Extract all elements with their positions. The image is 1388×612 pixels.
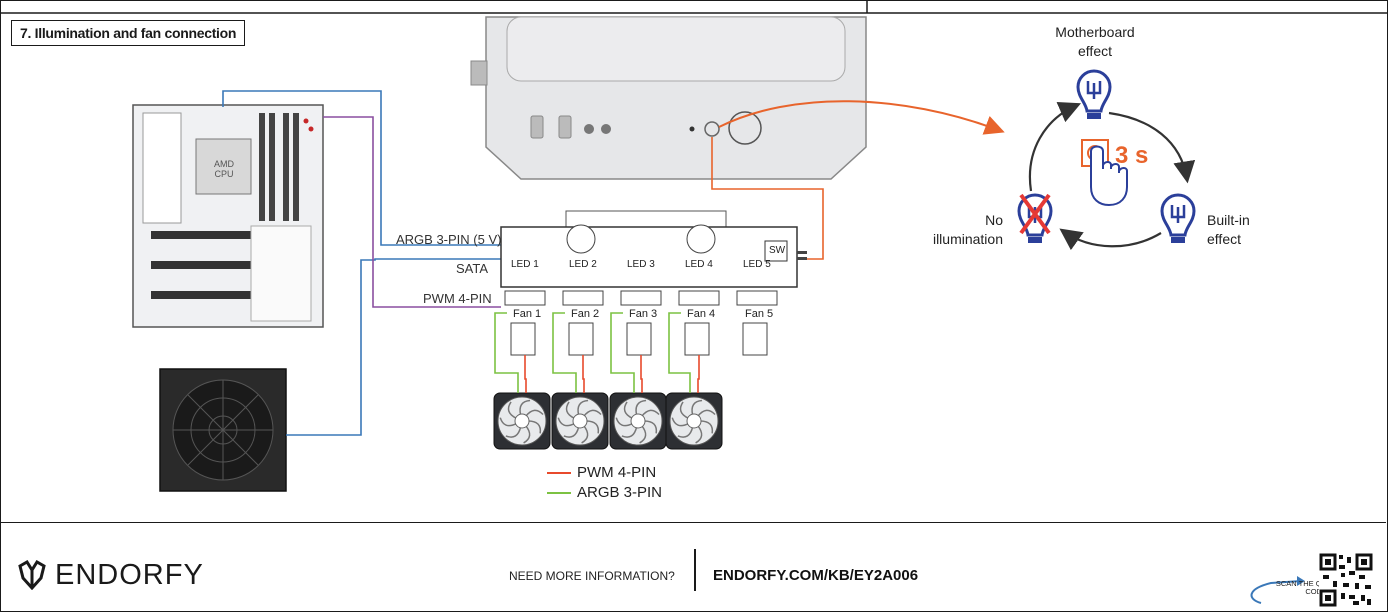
endorfy-logo-icon [18, 560, 46, 590]
brand-name: ENDORFY [55, 559, 204, 591]
fan-port-label: Fan 5 [745, 308, 774, 320]
hand-press-icon [1081, 139, 1128, 207]
cycle-arrow-2 [1059, 228, 1162, 251]
pwm-wire [697, 355, 700, 393]
fan-port-label: Fan 1 [513, 308, 542, 320]
led-port-label: LED 4 [685, 259, 713, 270]
bulb-motherboard-icon [1076, 69, 1112, 119]
fans [493, 392, 723, 450]
argb-wire [610, 312, 635, 393]
led-port-label: LED 3 [627, 259, 655, 270]
led-button[interactable] [704, 121, 720, 137]
scan-arrow-icon [1250, 576, 1305, 604]
orange-arrow [718, 100, 1005, 135]
led-port-label: LED 1 [511, 259, 539, 270]
cpu-socket [195, 138, 252, 195]
footer-divider [694, 549, 696, 591]
pwm-wire [524, 355, 527, 393]
switch-label: SW [769, 245, 786, 256]
argb-cable-label: ARGB 3-PIN (5 V) [396, 232, 502, 247]
hold-time-label: 3 s [1115, 142, 1149, 169]
argb-pwm-hub [500, 210, 807, 356]
pwm-cable-label: PWM 4-PIN [423, 291, 492, 306]
sata-cable-label: SATA [456, 261, 489, 276]
fan [551, 392, 609, 450]
fan-connector [568, 322, 594, 356]
fan-port-label: Fan 4 [687, 308, 716, 320]
argb-cable [222, 90, 501, 246]
bulb-builtin-icon [1160, 193, 1196, 243]
fan-connector [626, 322, 652, 356]
fan-connector [684, 322, 710, 356]
legend-pwm: PWM 4-PIN [547, 463, 656, 482]
section-title: 7. Illumination and fan connection [11, 20, 246, 46]
fan [609, 392, 667, 450]
cycle-arrow-3 [1028, 101, 1082, 192]
mode-none-label: No illumination [932, 212, 1003, 247]
motherboard [132, 104, 324, 328]
fan-wires [494, 312, 700, 393]
cpu-label: AMD CPU [214, 159, 234, 179]
fan-header [678, 290, 720, 306]
fan-header [504, 290, 546, 306]
qr-code-icon[interactable] [1319, 553, 1373, 607]
pwm-wire [582, 355, 585, 393]
fan [493, 392, 551, 450]
pwm-cable [323, 116, 501, 308]
case-front-panel [470, 16, 867, 180]
mode-motherboard-label: Motherboard effect [1055, 24, 1135, 59]
fan-header [736, 290, 778, 306]
argb-wire [668, 312, 691, 393]
button-cable [711, 137, 824, 260]
connection-diagram [1, 1, 1387, 492]
fan-header [620, 290, 662, 306]
argb-wire [494, 312, 519, 393]
led-port-label: LED 5 [743, 259, 771, 270]
pwm-wire [640, 355, 643, 393]
argb-wire [552, 312, 577, 393]
led-port-label: LED 2 [569, 259, 597, 270]
scan-qr-label: SCAN THE QR CODE [1275, 579, 1327, 596]
fan-header [562, 290, 604, 306]
cycle-arrow-1 [1108, 111, 1196, 184]
need-info-text: NEED MORE INFORMATION? [509, 569, 675, 583]
fan [665, 392, 723, 450]
power-supply [159, 368, 287, 492]
fan-connector [510, 322, 536, 356]
fan-connector [742, 322, 768, 356]
mode-builtin-label: Built-in effect [1207, 212, 1250, 247]
footer: ENDORFY NEED MORE INFORMATION? ENDORFY.C… [1, 522, 1386, 611]
bulb-off-icon [1017, 193, 1053, 243]
support-url[interactable]: ENDORFY.COM/KB/EY2A006 [713, 567, 919, 584]
fan-port-label: Fan 3 [629, 308, 658, 320]
legend-argb: ARGB 3-PIN [547, 483, 662, 502]
sata-cable [286, 258, 501, 436]
fan-port-label: Fan 2 [571, 308, 600, 320]
